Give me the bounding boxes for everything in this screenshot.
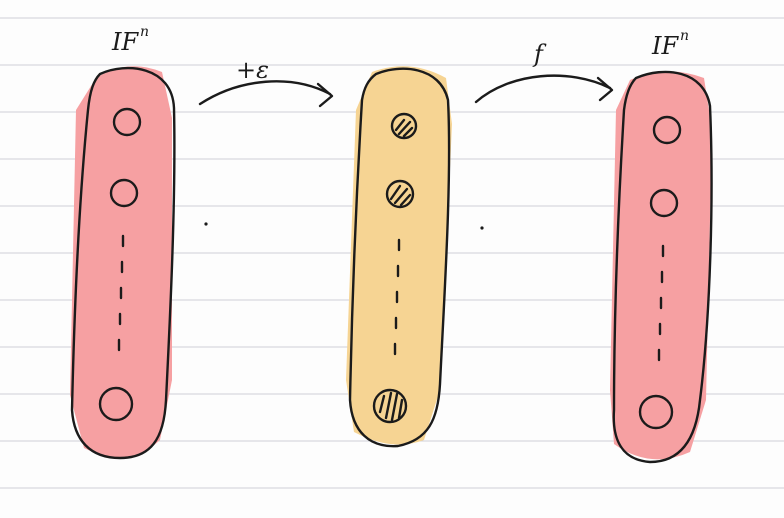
arrow-add-noise-head <box>316 82 334 108</box>
vector-input-entry-n <box>98 386 134 422</box>
arrow-apply-f-label: f <box>532 40 547 68</box>
vector-input-entry-1 <box>112 107 142 137</box>
vector-noisy-entry-1-hatch <box>394 118 414 138</box>
vector-noisy-entry-2 <box>385 179 415 209</box>
arrow-apply-f-head <box>596 76 614 102</box>
vector-noisy-entry-1 <box>390 112 418 140</box>
arrow-add-noise-label: +ε <box>236 56 269 84</box>
vector-output-label: IF <box>651 32 679 60</box>
vector-noisy-ellipsis <box>393 238 401 356</box>
vector-noisy <box>346 66 452 448</box>
vector-input: IF n <box>70 24 176 460</box>
vector-output-entry-2 <box>649 188 679 218</box>
vector-output-fill <box>610 71 712 460</box>
vector-noisy-fill <box>346 66 452 445</box>
stray-dot-2 <box>480 226 484 230</box>
vector-input-outline <box>70 66 176 460</box>
vector-noisy-entry-2-hatch <box>389 184 412 207</box>
vector-input-entry-2 <box>109 178 139 208</box>
vector-output-ellipsis <box>657 244 665 362</box>
vector-noisy-entry-n-hatch <box>378 391 404 422</box>
vector-output-label-superscript: n <box>680 28 689 44</box>
arrow-add-noise: +ε <box>198 56 334 108</box>
vector-output-entry-n <box>638 394 674 430</box>
vector-noisy-outline <box>348 67 451 448</box>
stray-dot-1 <box>204 222 208 226</box>
vector-output-entry-1 <box>652 115 682 145</box>
vector-input-ellipsis <box>117 234 125 352</box>
arrow-add-noise-curve <box>198 80 332 106</box>
vector-output-outline <box>612 70 713 464</box>
vector-output: IF n <box>610 28 713 464</box>
vector-input-label: IF <box>111 28 139 56</box>
vector-noisy-entry-n <box>372 388 408 424</box>
vector-input-label-superscript: n <box>140 24 149 40</box>
arrow-apply-f: f <box>474 40 614 104</box>
arrow-apply-f-curve <box>474 74 612 104</box>
